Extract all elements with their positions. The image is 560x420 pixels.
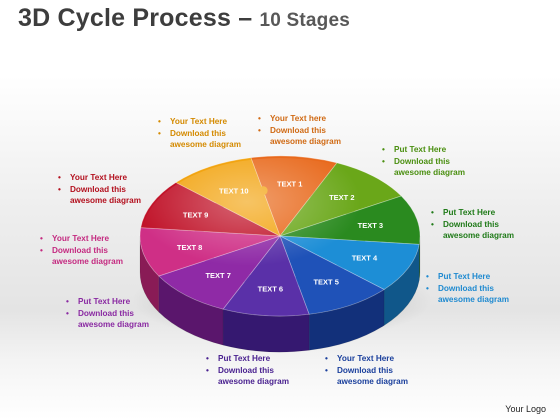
segment-label-10: TEXT 10 — [219, 186, 249, 195]
note-stage-5-line-1: Your Text Here — [325, 353, 408, 365]
segment-label-group: TEXT 1 TEXT 2 TEXT 3 TEXT 4 TEXT 5 TEXT 6 TEXT… — [177, 179, 383, 293]
note-stage-3-line-2: Download this — [431, 219, 514, 231]
cylinder-side-group — [139, 235, 421, 353]
note-stage-3: Put Text Here Download this awesome diag… — [431, 207, 514, 242]
note-stage-1-line-1: Your Text here — [258, 113, 341, 125]
note-stage-2: Put Text Here Download this awesome diag… — [382, 144, 465, 179]
note-stage-4: Put Text Here Download this awesome diag… — [426, 271, 509, 306]
note-stage-5: Your Text Here Download this awesome dia… — [325, 353, 408, 388]
segment-label-8: TEXT 8 — [177, 243, 202, 252]
note-stage-7-line-3: awesome diagram — [78, 320, 149, 329]
note-stage-10-line-1: Your Text Here — [158, 116, 241, 128]
logo-text: Your Logo — [505, 404, 546, 414]
note-stage-8-line-2: Download this — [40, 245, 123, 257]
segment-label-2: TEXT 2 — [329, 193, 354, 202]
note-stage-4-line-2: Download this — [426, 283, 509, 295]
note-stage-6: Put Text Here Download this awesome diag… — [206, 353, 289, 388]
note-stage-5-line-3: awesome diagram — [337, 377, 408, 386]
note-stage-10-line-3: awesome diagram — [170, 140, 241, 149]
title-stage-count: 10 Stages — [259, 10, 350, 31]
segment-label-7: TEXT 7 — [205, 271, 230, 280]
note-stage-7: Put Text Here Download this awesome diag… — [66, 296, 149, 331]
page-title: 3D Cycle Process – 10 Stages — [18, 4, 350, 33]
segment-side-7 — [158, 275, 224, 346]
note-stage-1: Your Text here Download this awesome dia… — [258, 113, 341, 148]
note-stage-4-line-3: awesome diagram — [438, 295, 509, 304]
segment-label-4: TEXT 4 — [352, 253, 378, 262]
segment-label-6: TEXT 6 — [258, 285, 283, 294]
note-stage-2-line-1: Put Text Here — [382, 144, 465, 156]
note-stage-7-line-1: Put Text Here — [66, 296, 149, 308]
note-stage-9-line-2: Download this — [58, 184, 141, 196]
note-stage-2-line-3: awesome diagram — [394, 168, 465, 177]
top-highlight — [142, 158, 418, 314]
note-stage-10: Your Text Here Download this awesome dia… — [158, 116, 241, 151]
note-stage-6-line-1: Put Text Here — [206, 353, 289, 365]
note-stage-8: Your Text Here Download this awesome dia… — [40, 233, 123, 268]
note-stage-10-line-2: Download this — [158, 128, 241, 140]
note-stage-8-line-1: Your Text Here — [40, 233, 123, 245]
note-stage-2-line-2: Download this — [382, 156, 465, 168]
segment-label-3: TEXT 3 — [358, 221, 383, 230]
note-stage-1-line-3: awesome diagram — [270, 137, 341, 146]
note-stage-3-line-3: awesome diagram — [443, 231, 514, 240]
segment-label-1: TEXT 1 — [277, 179, 302, 188]
note-stage-9: Your Text Here Download this awesome dia… — [58, 172, 141, 207]
note-stage-5-line-2: Download this — [325, 365, 408, 377]
note-stage-4-line-1: Put Text Here — [426, 271, 509, 283]
note-stage-6-line-3: awesome diagram — [218, 377, 289, 386]
note-stage-8-line-3: awesome diagram — [52, 257, 123, 266]
segment-side-6 — [222, 308, 310, 353]
note-stage-6-line-2: Download this — [206, 365, 289, 377]
note-stage-1-line-2: Download this — [258, 125, 341, 137]
note-stage-3-line-1: Put Text Here — [431, 207, 514, 219]
note-stage-9-line-3: awesome diagram — [70, 196, 141, 205]
segment-label-9: TEXT 9 — [183, 211, 208, 220]
title-main: 3D Cycle Process – — [18, 4, 260, 32]
note-stage-9-line-1: Your Text Here — [58, 172, 141, 184]
segment-label-5: TEXT 5 — [313, 278, 338, 287]
note-stage-7-line-2: Download this — [66, 308, 149, 320]
